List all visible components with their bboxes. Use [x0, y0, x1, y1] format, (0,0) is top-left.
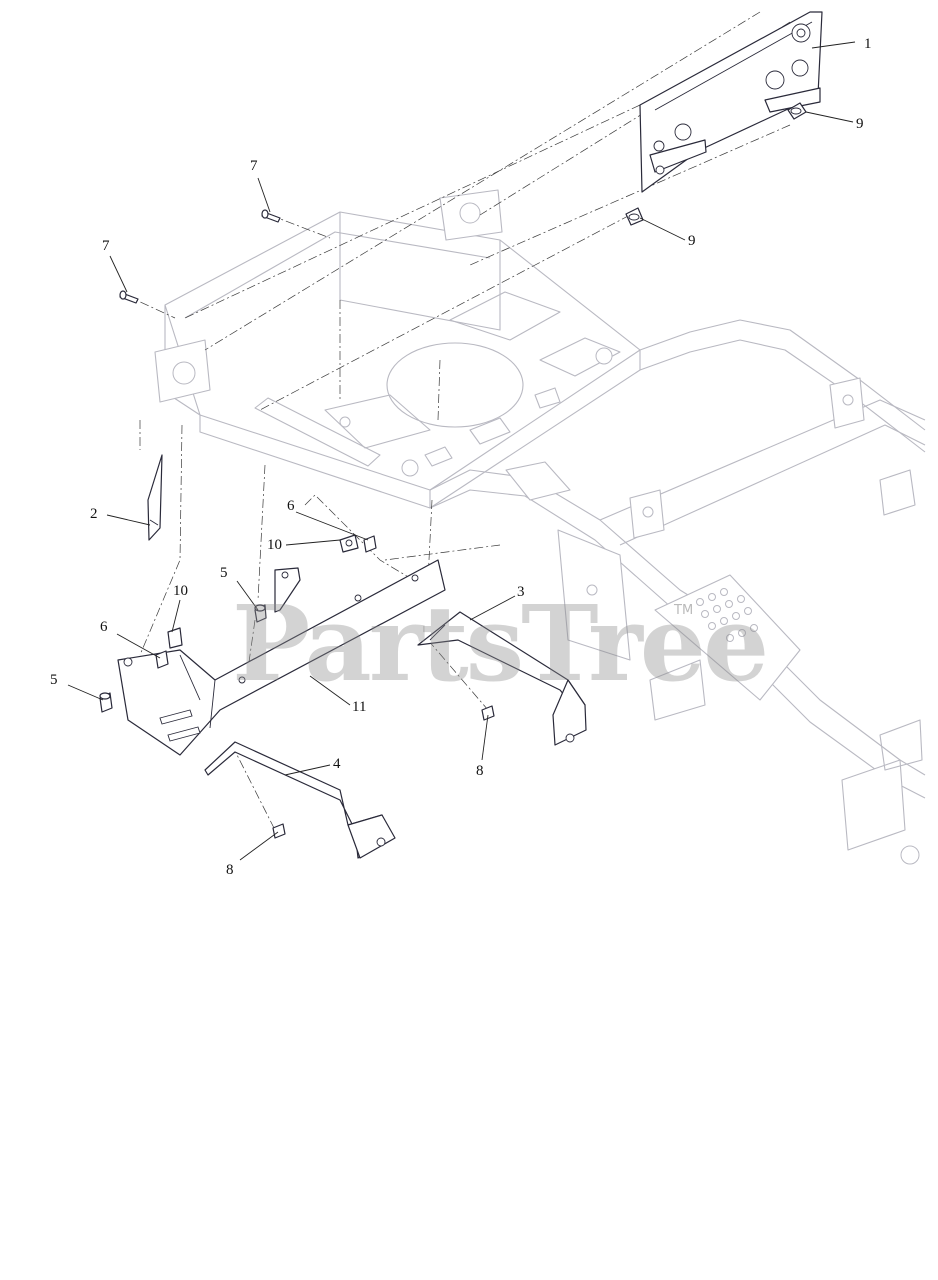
callout-7: 7 — [250, 158, 258, 174]
callout-7: 7 — [102, 238, 110, 254]
watermark-trademark: TM — [673, 603, 693, 618]
callout-11: 11 — [352, 699, 366, 715]
part-8-screw-right — [481, 705, 495, 721]
alignment-lines — [124, 11, 791, 831]
part-6-pin-lower — [155, 650, 169, 669]
chassis-frame — [154, 189, 926, 865]
part-7-bolt-left — [119, 290, 139, 304]
callout-5: 5 — [50, 672, 58, 688]
watermark-text: PartsTree — [232, 582, 766, 705]
callout-5: 5 — [220, 565, 228, 581]
callout-9: 9 — [856, 116, 864, 132]
callout-10: 10 — [267, 537, 282, 553]
callout-labels: 1 9 9 7 7 2 6 10 5 3 10 6 5 11 4 8 8 — [50, 36, 872, 878]
leader-lines — [67, 41, 856, 861]
partstree-watermark: PartsTree TM — [232, 582, 769, 705]
callout-3: 3 — [517, 584, 525, 600]
callout-10: 10 — [173, 583, 188, 599]
part-10-clip-lower — [167, 627, 183, 649]
part-5-bolt-lower — [99, 692, 113, 713]
callout-6: 6 — [287, 498, 295, 514]
callout-2: 2 — [90, 506, 98, 522]
part-3-shield-plate — [417, 611, 587, 746]
part-8-screw-left — [272, 823, 286, 839]
part-11-mount-bracket — [117, 559, 446, 756]
part-6-pin-upper — [363, 535, 377, 553]
part-7-bolt-upper — [261, 209, 281, 223]
callout-9: 9 — [688, 233, 696, 249]
part-9-clip-upper — [787, 102, 807, 120]
callout-8: 8 — [226, 862, 234, 878]
part-9-clip-lower — [625, 207, 644, 226]
callout-6: 6 — [100, 619, 108, 635]
part-10-clip-upper — [339, 534, 359, 553]
callout-8: 8 — [476, 763, 484, 779]
part-1-rear-bracket — [639, 11, 823, 193]
part-4-shield-plate — [204, 741, 396, 859]
part-2-wedge-plate — [147, 454, 163, 541]
callout-4: 4 — [333, 756, 341, 772]
callout-1: 1 — [864, 36, 872, 52]
